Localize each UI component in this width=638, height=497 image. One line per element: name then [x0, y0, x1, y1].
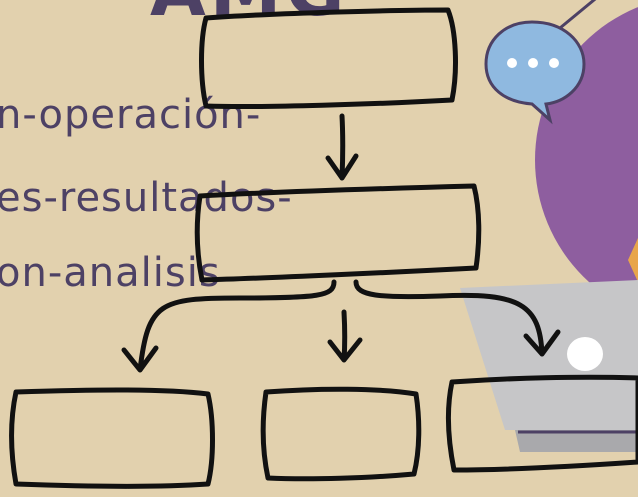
text-line-operacion: n-operación-: [0, 92, 262, 138]
laptop-icon: [460, 280, 638, 452]
arrow-middle-to-right: [353, 279, 561, 357]
arrow-middle-to-left: [121, 279, 337, 373]
text-line-analisis: on-analisis: [0, 250, 221, 296]
middle-box: [194, 183, 482, 283]
text-line-resultados: es-resultados-: [0, 175, 293, 221]
orange-accent: [628, 238, 638, 282]
arrow-top-to-middle: [325, 113, 359, 181]
bottom-center-box: [260, 386, 422, 482]
top-box: [199, 7, 458, 110]
bottom-right-box: [445, 374, 638, 473]
chat-bubble-icon: [484, 0, 597, 125]
arrow-middle-to-center: [327, 309, 363, 363]
bottom-left-box: [9, 387, 215, 489]
